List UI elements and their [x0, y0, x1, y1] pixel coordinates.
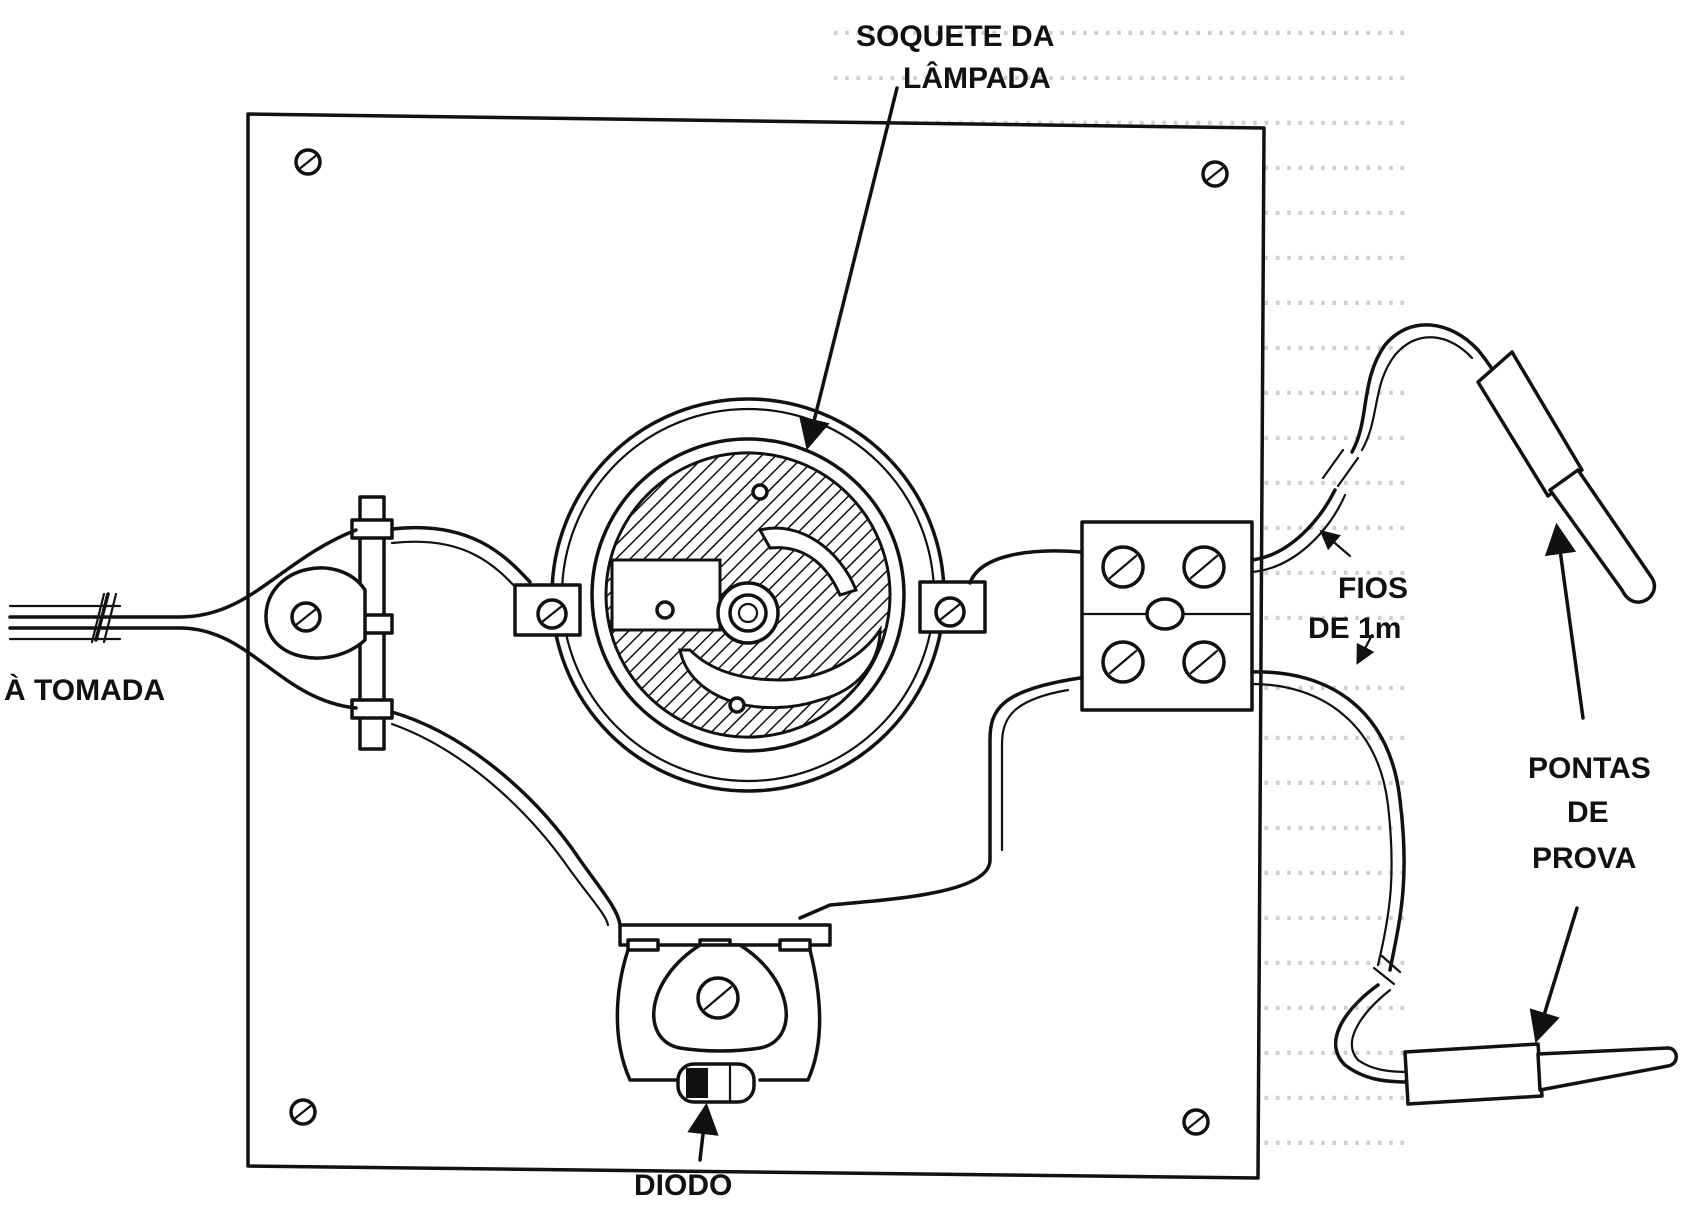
- wire-terminal-to-socket: [390, 525, 532, 584]
- lamp-socket: [513, 397, 987, 793]
- wire-socket-to-terminal: [968, 549, 1082, 585]
- label-probes-line3: PROVA: [1532, 842, 1636, 875]
- probe-wire-lower: [1250, 670, 1412, 1084]
- label-lamp-socket-line2: LÂMPADA: [903, 61, 1051, 95]
- label-to-outlet: À TOMADA: [4, 673, 165, 707]
- input-terminal-strip: [264, 495, 394, 751]
- wire-terminal-to-diode: [390, 710, 622, 927]
- arrow-icon: [1529, 906, 1579, 1044]
- screw-icon: [290, 601, 322, 633]
- wire-terminal-to-diode-return: [798, 676, 1082, 920]
- screw-icon: [1101, 545, 1145, 589]
- arrow-icon: [1319, 529, 1352, 558]
- svg-text:……………………………………………: ……………………………………………: [830, 49, 1408, 89]
- screw-icon: [934, 596, 966, 628]
- output-terminal-block: [1080, 520, 1254, 712]
- diode-mount: [615, 923, 832, 1082]
- svg-text:……………………………………………: ……………………………………………: [830, 4, 1408, 44]
- screw-icon: [696, 976, 740, 1020]
- label-probes-line2: DE: [1567, 796, 1609, 829]
- diode-icon: [676, 1062, 756, 1104]
- screw-icon: [294, 148, 322, 176]
- wire-break-icon: [90, 592, 118, 644]
- arrow-icon: [1356, 633, 1375, 665]
- screw-icon: [1182, 545, 1226, 589]
- screw-icon: [1182, 640, 1226, 684]
- power-cord: [8, 528, 358, 710]
- label-probes-line1: PONTAS: [1528, 752, 1651, 785]
- wire-break-icon: [1372, 954, 1402, 986]
- label-wires-line2: DE 1m: [1308, 612, 1401, 645]
- test-probe-lower: [1403, 1042, 1678, 1106]
- wire-break-icon: [1321, 448, 1360, 488]
- arrow-icon: [687, 1102, 719, 1162]
- label-diode: DIODO: [634, 1169, 732, 1202]
- test-probe-upper: [1476, 350, 1657, 604]
- screw-icon: [536, 598, 568, 630]
- arrow-icon: [799, 86, 899, 451]
- screw-icon: [1101, 640, 1145, 684]
- label-wires-line1: FIOS: [1338, 572, 1408, 605]
- arrow-icon: [1544, 522, 1585, 720]
- screw-icon: [289, 1098, 317, 1126]
- label-lamp-socket-line1: SOQUETE DA: [856, 20, 1054, 53]
- screw-icon: [1201, 160, 1229, 188]
- screw-icon: [1182, 1108, 1210, 1136]
